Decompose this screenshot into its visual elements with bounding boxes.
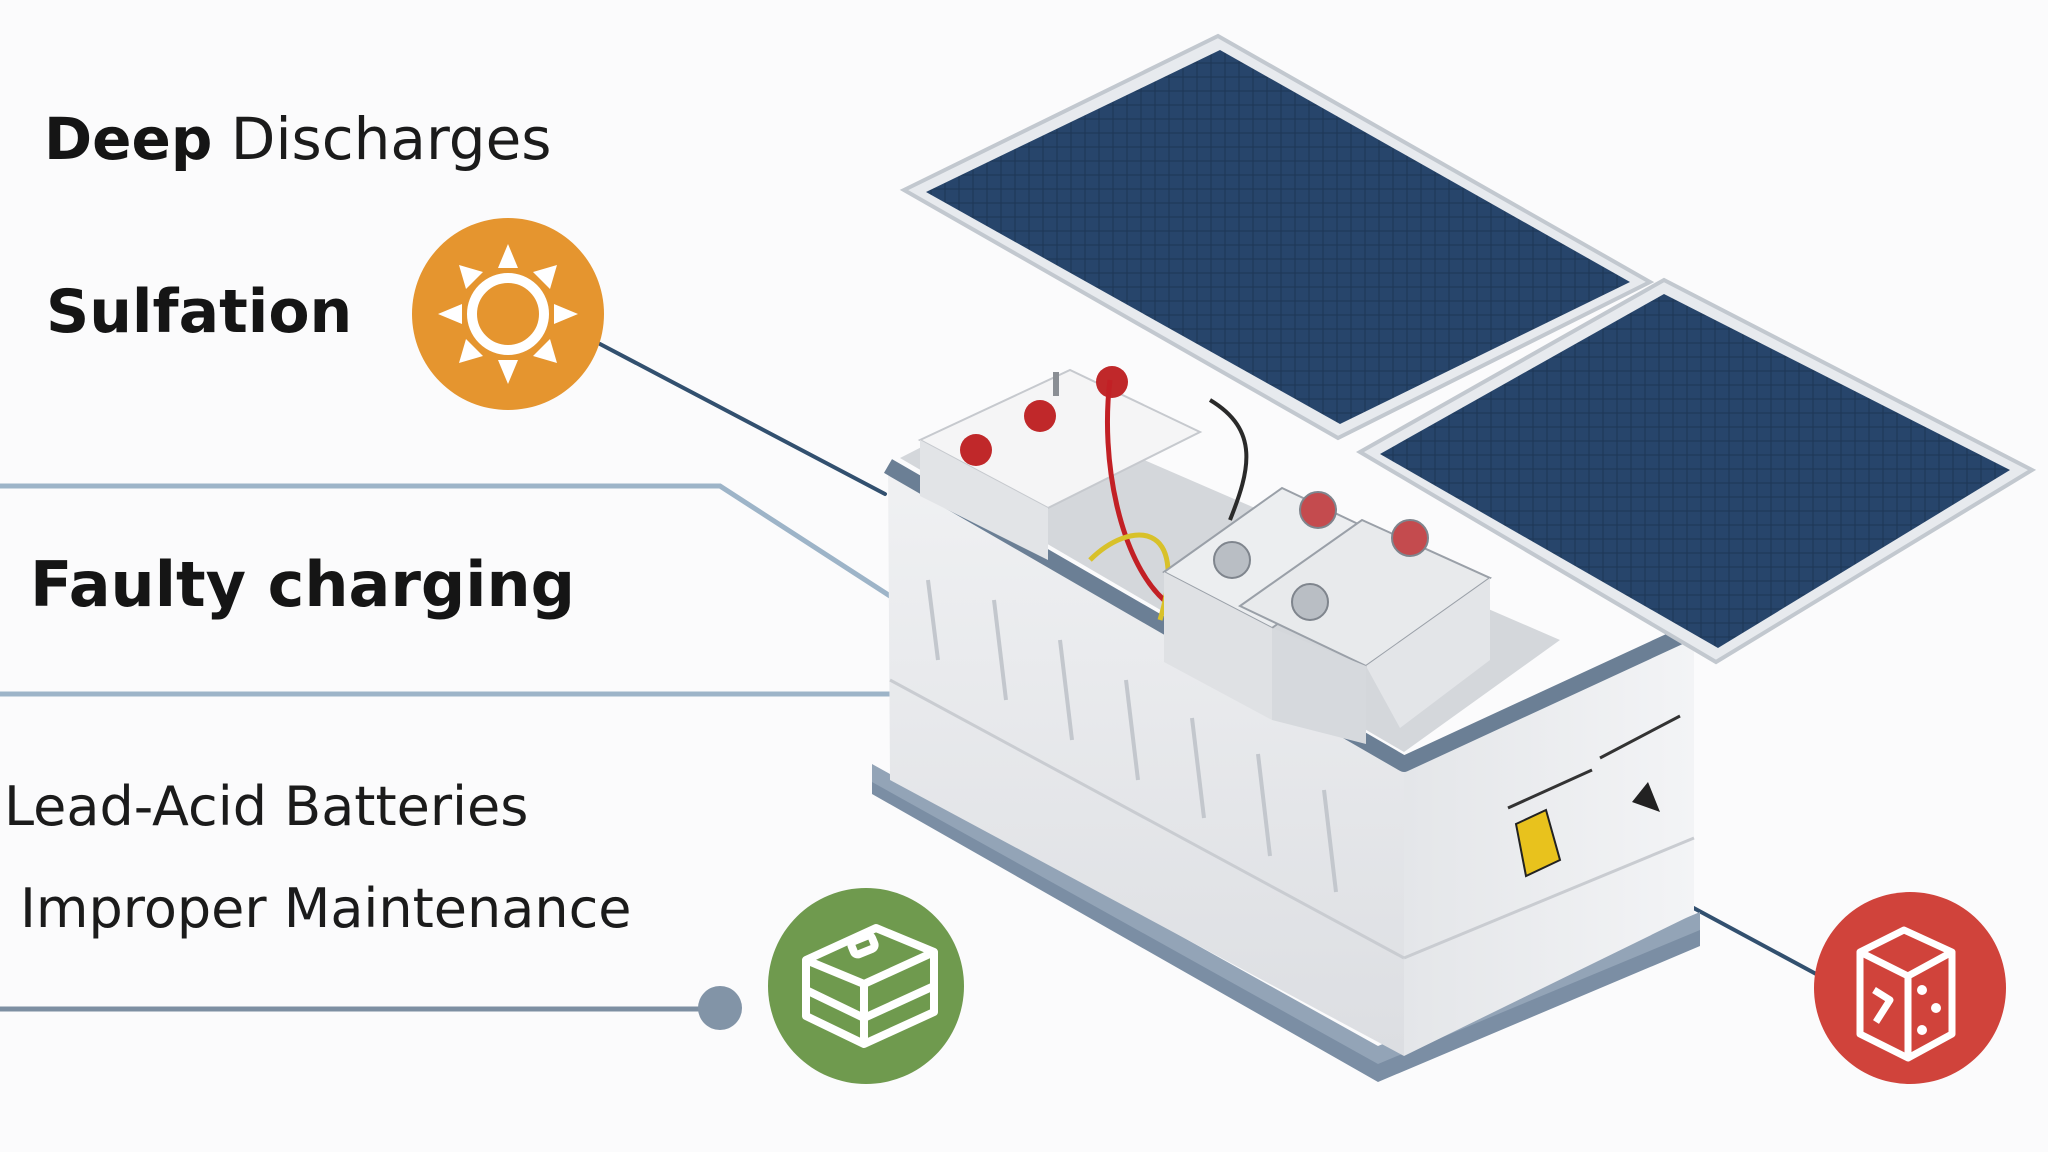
label-deep-bold: Deep bbox=[44, 105, 213, 173]
solar-panel-right bbox=[1380, 294, 2010, 648]
warning-sticker bbox=[1514, 808, 1562, 878]
label-faulty-charging: Faulty charging bbox=[30, 548, 576, 621]
label-sulfation: Sulfation bbox=[46, 277, 353, 347]
connector-lines bbox=[0, 342, 1820, 1030]
label-deep-discharges: Deep Discharges bbox=[44, 110, 552, 168]
solar-panels bbox=[899, 33, 2037, 665]
stacked-batteries-icon bbox=[768, 888, 964, 1084]
red-cable bbox=[1104, 379, 1166, 602]
connector-line-faulty-top bbox=[0, 483, 893, 599]
connector-line-sulfation bbox=[598, 342, 887, 496]
solar-panel-left bbox=[926, 50, 1630, 424]
battery-cube-icon bbox=[1814, 892, 2006, 1084]
sun-icon bbox=[412, 218, 604, 410]
connector-dot bbox=[698, 986, 742, 1030]
label-deep-rest: Discharges bbox=[230, 105, 552, 173]
terminals-left bbox=[960, 366, 1128, 466]
label-lead-acid-batteries: Lead-Acid Batteries bbox=[4, 775, 529, 838]
box-front-face bbox=[888, 466, 1404, 1056]
battery-box bbox=[872, 366, 1700, 1082]
label-improper-maintenance: Improper Maintenance bbox=[20, 877, 632, 940]
warning-triangle bbox=[1632, 782, 1660, 812]
box-base bbox=[872, 774, 1700, 1082]
